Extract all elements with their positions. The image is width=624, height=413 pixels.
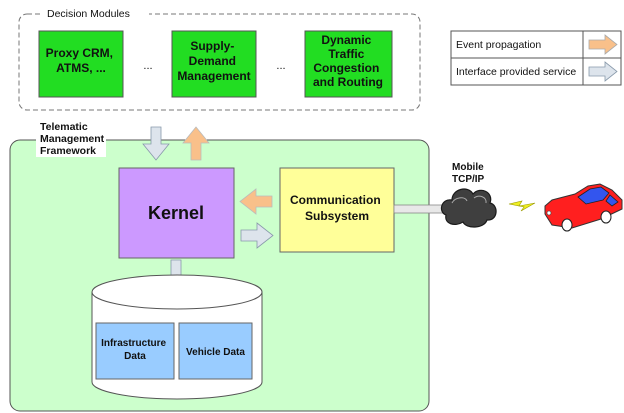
legend-event-arrow-icon bbox=[588, 34, 618, 55]
mobile-tcpip-label: Mobile TCP/IP bbox=[452, 162, 486, 185]
car-front-wheel-icon bbox=[561, 218, 573, 232]
car-rear-wheel-icon bbox=[600, 210, 612, 224]
connection-bar bbox=[393, 204, 447, 214]
legend-interface-service-label: Interface provided service bbox=[456, 66, 576, 78]
decision-modules-title: Decision Modules bbox=[47, 8, 130, 20]
ellipsis-2: ... bbox=[276, 60, 285, 72]
event-arrow-up-to-modules-icon bbox=[182, 126, 210, 161]
kernel-box bbox=[118, 167, 235, 259]
vehicle-data-label: Vehicle Data bbox=[186, 347, 245, 358]
module-supply-demand-label: Supply- Demand Management bbox=[177, 39, 250, 83]
module-proxy-crm bbox=[38, 30, 124, 98]
lightning-bolt-icon bbox=[508, 200, 536, 212]
module-proxy-crm-label: Proxy CRM, ATMS, ... bbox=[46, 46, 117, 75]
car-icon bbox=[544, 183, 623, 232]
module-dynamic-traffic-label: Dynamic Traffic Congestion and Routing bbox=[313, 33, 383, 89]
infrastructure-data-box bbox=[95, 322, 175, 380]
module-dynamic-traffic bbox=[304, 30, 393, 98]
framework-label-bg bbox=[36, 120, 106, 157]
mobile-network: Mobile TCP/IP bbox=[393, 162, 536, 228]
cloud-icon bbox=[440, 188, 497, 228]
infrastructure-data-label: Infrastructure Data bbox=[101, 338, 169, 362]
service-arrow-to-communication-icon bbox=[240, 222, 274, 249]
decision-modules-title-bg bbox=[43, 7, 149, 19]
communication-subsystem-label: Communication Subsystem bbox=[290, 193, 384, 223]
legend-service-arrow-icon bbox=[588, 61, 618, 82]
vehicle-data-box bbox=[178, 322, 253, 380]
ellipsis-1: ... bbox=[143, 60, 152, 72]
event-arrow-to-kernel-icon bbox=[239, 188, 273, 215]
legend: Event propagation Interface provided ser… bbox=[450, 30, 622, 86]
framework-label: Telematic Management Framework bbox=[40, 121, 107, 157]
framework-group: Telematic Management Framework Kernel Co… bbox=[9, 120, 430, 412]
decision-modules-group: Decision Modules Proxy CRM, ATMS, ... ..… bbox=[18, 7, 421, 111]
legend-event-propagation-label: Event propagation bbox=[456, 39, 541, 51]
kernel-label: Kernel bbox=[148, 203, 204, 223]
communication-subsystem-box bbox=[279, 167, 395, 253]
module-supply-demand bbox=[171, 30, 257, 98]
service-arrow-down-to-kernel-icon bbox=[142, 126, 170, 161]
